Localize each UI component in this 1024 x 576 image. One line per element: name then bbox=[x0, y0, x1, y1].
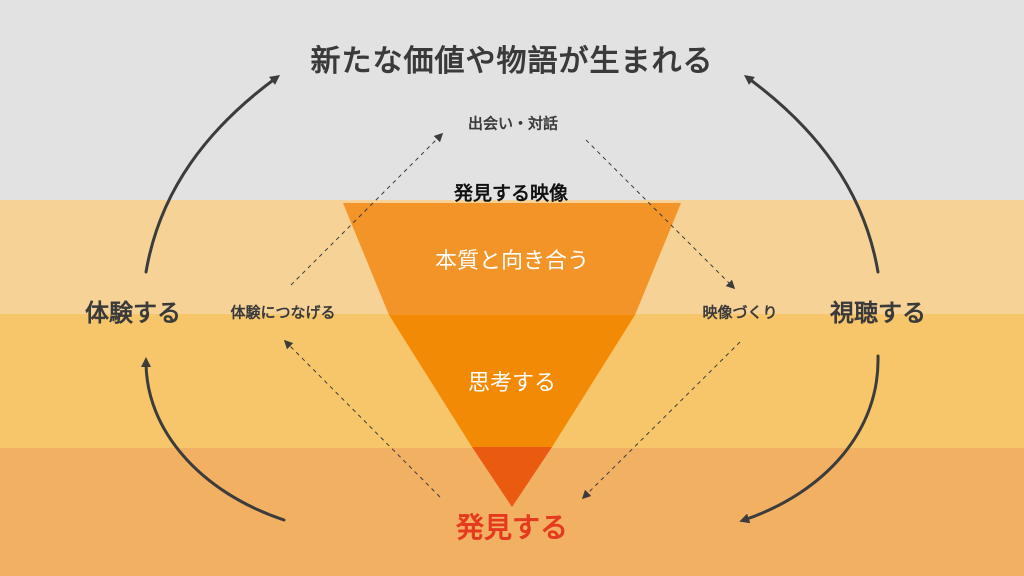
dashed-arrow-bottom-right bbox=[581, 341, 741, 500]
label-encounter: 出会い・対話 bbox=[467, 114, 559, 133]
label-discover: 発見する bbox=[455, 511, 569, 544]
arrow-left-upper bbox=[144, 75, 281, 274]
dashed-arrow-top-right bbox=[585, 139, 736, 290]
arrow-right-lower bbox=[739, 354, 880, 524]
background-band-gray bbox=[0, 0, 1024, 200]
label-make-video: 映像づくり bbox=[702, 303, 778, 322]
triangle-tier-top bbox=[343, 203, 681, 315]
label-watch: 視聴する bbox=[830, 299, 926, 327]
arrow-right-upper bbox=[743, 75, 880, 274]
label-experience: 体験する bbox=[85, 299, 181, 327]
dashed-arrow-top-left bbox=[290, 132, 444, 286]
label-face-essence: 本質と向き合う bbox=[434, 249, 590, 274]
triangle-tier-middle bbox=[389, 315, 635, 447]
label-connect-experience: 体験につなげる bbox=[230, 303, 336, 322]
dashed-arrow-bottom-left bbox=[283, 339, 441, 498]
top-title: 新たな価値や物語が生まれる bbox=[310, 44, 714, 79]
label-discover-video: 発見する映像 bbox=[453, 182, 569, 205]
arrow-left-lower bbox=[141, 357, 286, 522]
triangle-tier-tip bbox=[472, 447, 552, 507]
label-think: 思考する bbox=[467, 371, 557, 396]
